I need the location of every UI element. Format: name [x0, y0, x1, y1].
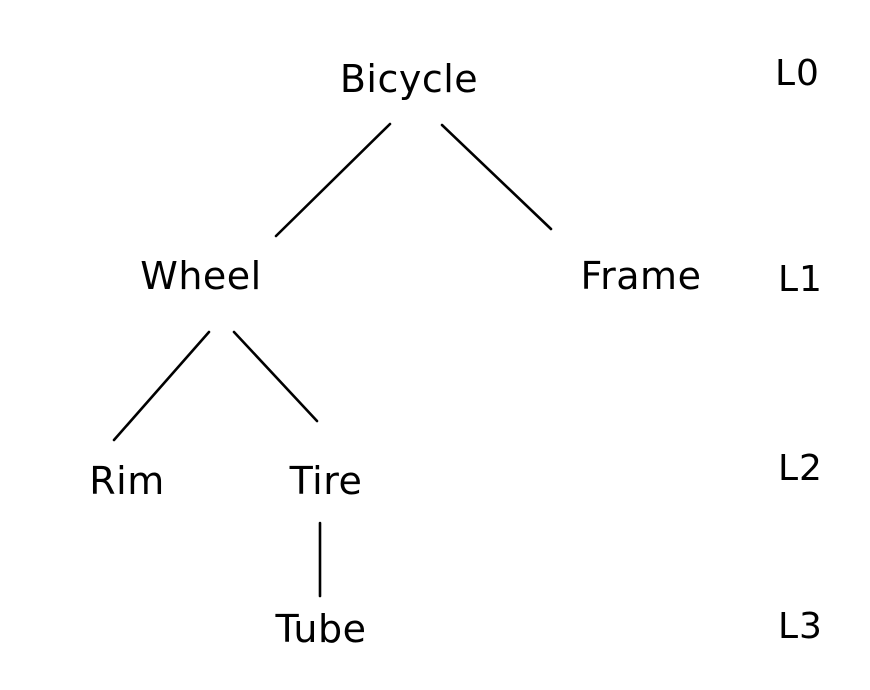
level-label-l1: L1 [778, 259, 823, 300]
node-rim[interactable]: Rim [89, 459, 165, 503]
node-frame[interactable]: Frame [580, 254, 702, 298]
node-tube[interactable]: Tube [275, 607, 367, 651]
level-label-l3: L3 [778, 606, 823, 647]
level-label-l0: L0 [775, 53, 820, 94]
edge-wheel-to-rim [112, 330, 211, 442]
edge-wheel-to-tire [232, 330, 319, 423]
edge-bicycle-to-frame [440, 123, 553, 231]
node-wheel[interactable]: Wheel [140, 254, 262, 298]
level-label-l2: L2 [778, 448, 823, 489]
node-bicycle[interactable]: Bicycle [339, 57, 479, 101]
edge-bicycle-to-wheel [274, 122, 392, 238]
node-tire[interactable]: Tire [289, 459, 363, 503]
